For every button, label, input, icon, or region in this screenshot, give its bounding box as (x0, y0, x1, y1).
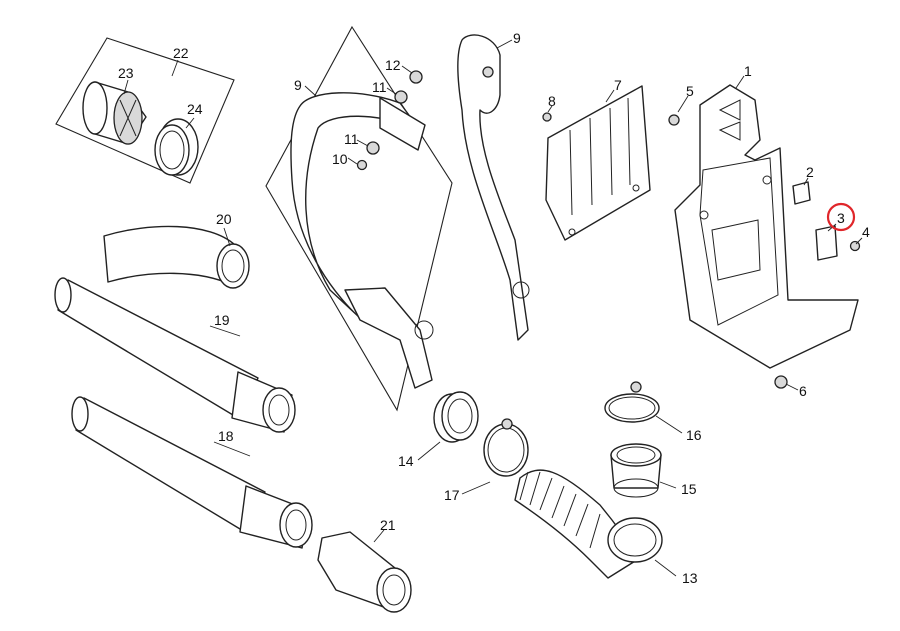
callout-13: 13 (682, 570, 698, 586)
callout-20: 20 (216, 211, 232, 227)
callout-3: 3 (837, 210, 845, 226)
part-23-adapter (82, 81, 147, 145)
callout-4: 4 (862, 224, 870, 240)
part-14-coupling (433, 391, 479, 443)
part-21-nozzle (317, 531, 412, 613)
callout-2: 2 (806, 164, 814, 180)
part-11-washer-a (394, 90, 408, 104)
callout-23: 23 (118, 65, 134, 81)
callout-19: 19 (214, 312, 230, 328)
part-15-sleeve (610, 443, 662, 498)
callout-9-right: 9 (513, 30, 521, 46)
part-3-clip (815, 225, 838, 261)
callout-3-highlight-ring (826, 202, 856, 232)
part-12-nut (409, 70, 423, 84)
callout-17: 17 (444, 487, 460, 503)
callout-8: 8 (548, 93, 556, 109)
callout-18: 18 (218, 428, 234, 444)
part-19-tube (54, 277, 296, 433)
part-4-screw (849, 240, 861, 252)
callout-9-left: 9 (294, 77, 302, 93)
callout-7: 7 (614, 77, 622, 93)
part-9-strap-lower (344, 287, 433, 389)
part-17-clamp (483, 418, 529, 477)
kit-22-frame (55, 37, 235, 184)
callout-6: 6 (799, 383, 807, 399)
part-20-elbow-tube (103, 225, 250, 289)
part-18-tube (71, 396, 313, 549)
strap-kit-9-group (265, 25, 453, 412)
callout-24: 24 (187, 101, 203, 117)
part-13-flex-hose (514, 469, 663, 579)
part-24-ring (154, 118, 199, 176)
part-7-cover (542, 85, 651, 241)
part-1-backpack-frame (668, 84, 861, 389)
callout-5: 5 (686, 83, 694, 99)
callout-11-upper: 11 (372, 79, 387, 95)
part-2-bracket (792, 181, 811, 205)
callout-21: 21 (380, 517, 396, 533)
part-10-screw (356, 159, 368, 171)
callout-11-lower: 11 (344, 131, 359, 147)
leader-lines (123, 39, 863, 577)
kit-22-group (55, 37, 235, 184)
callout-14: 14 (398, 453, 414, 469)
part-11-washer-b (366, 141, 380, 155)
callout-10: 10 (332, 151, 348, 167)
part-16-clamp (604, 381, 660, 423)
part-5-grommet (668, 114, 680, 126)
callout-12: 12 (385, 57, 401, 73)
part-8-screw (542, 112, 552, 122)
callout-16: 16 (686, 427, 702, 443)
callout-1: 1 (744, 63, 752, 79)
callout-22: 22 (173, 45, 189, 61)
part-9-shoulder-strap (457, 34, 530, 341)
part-6-grommet (774, 375, 788, 389)
callout-15: 15 (681, 481, 697, 497)
callout-labels: 1 2 3 4 5 6 7 8 9 9 10 11 11 12 13 14 15… (118, 30, 870, 586)
